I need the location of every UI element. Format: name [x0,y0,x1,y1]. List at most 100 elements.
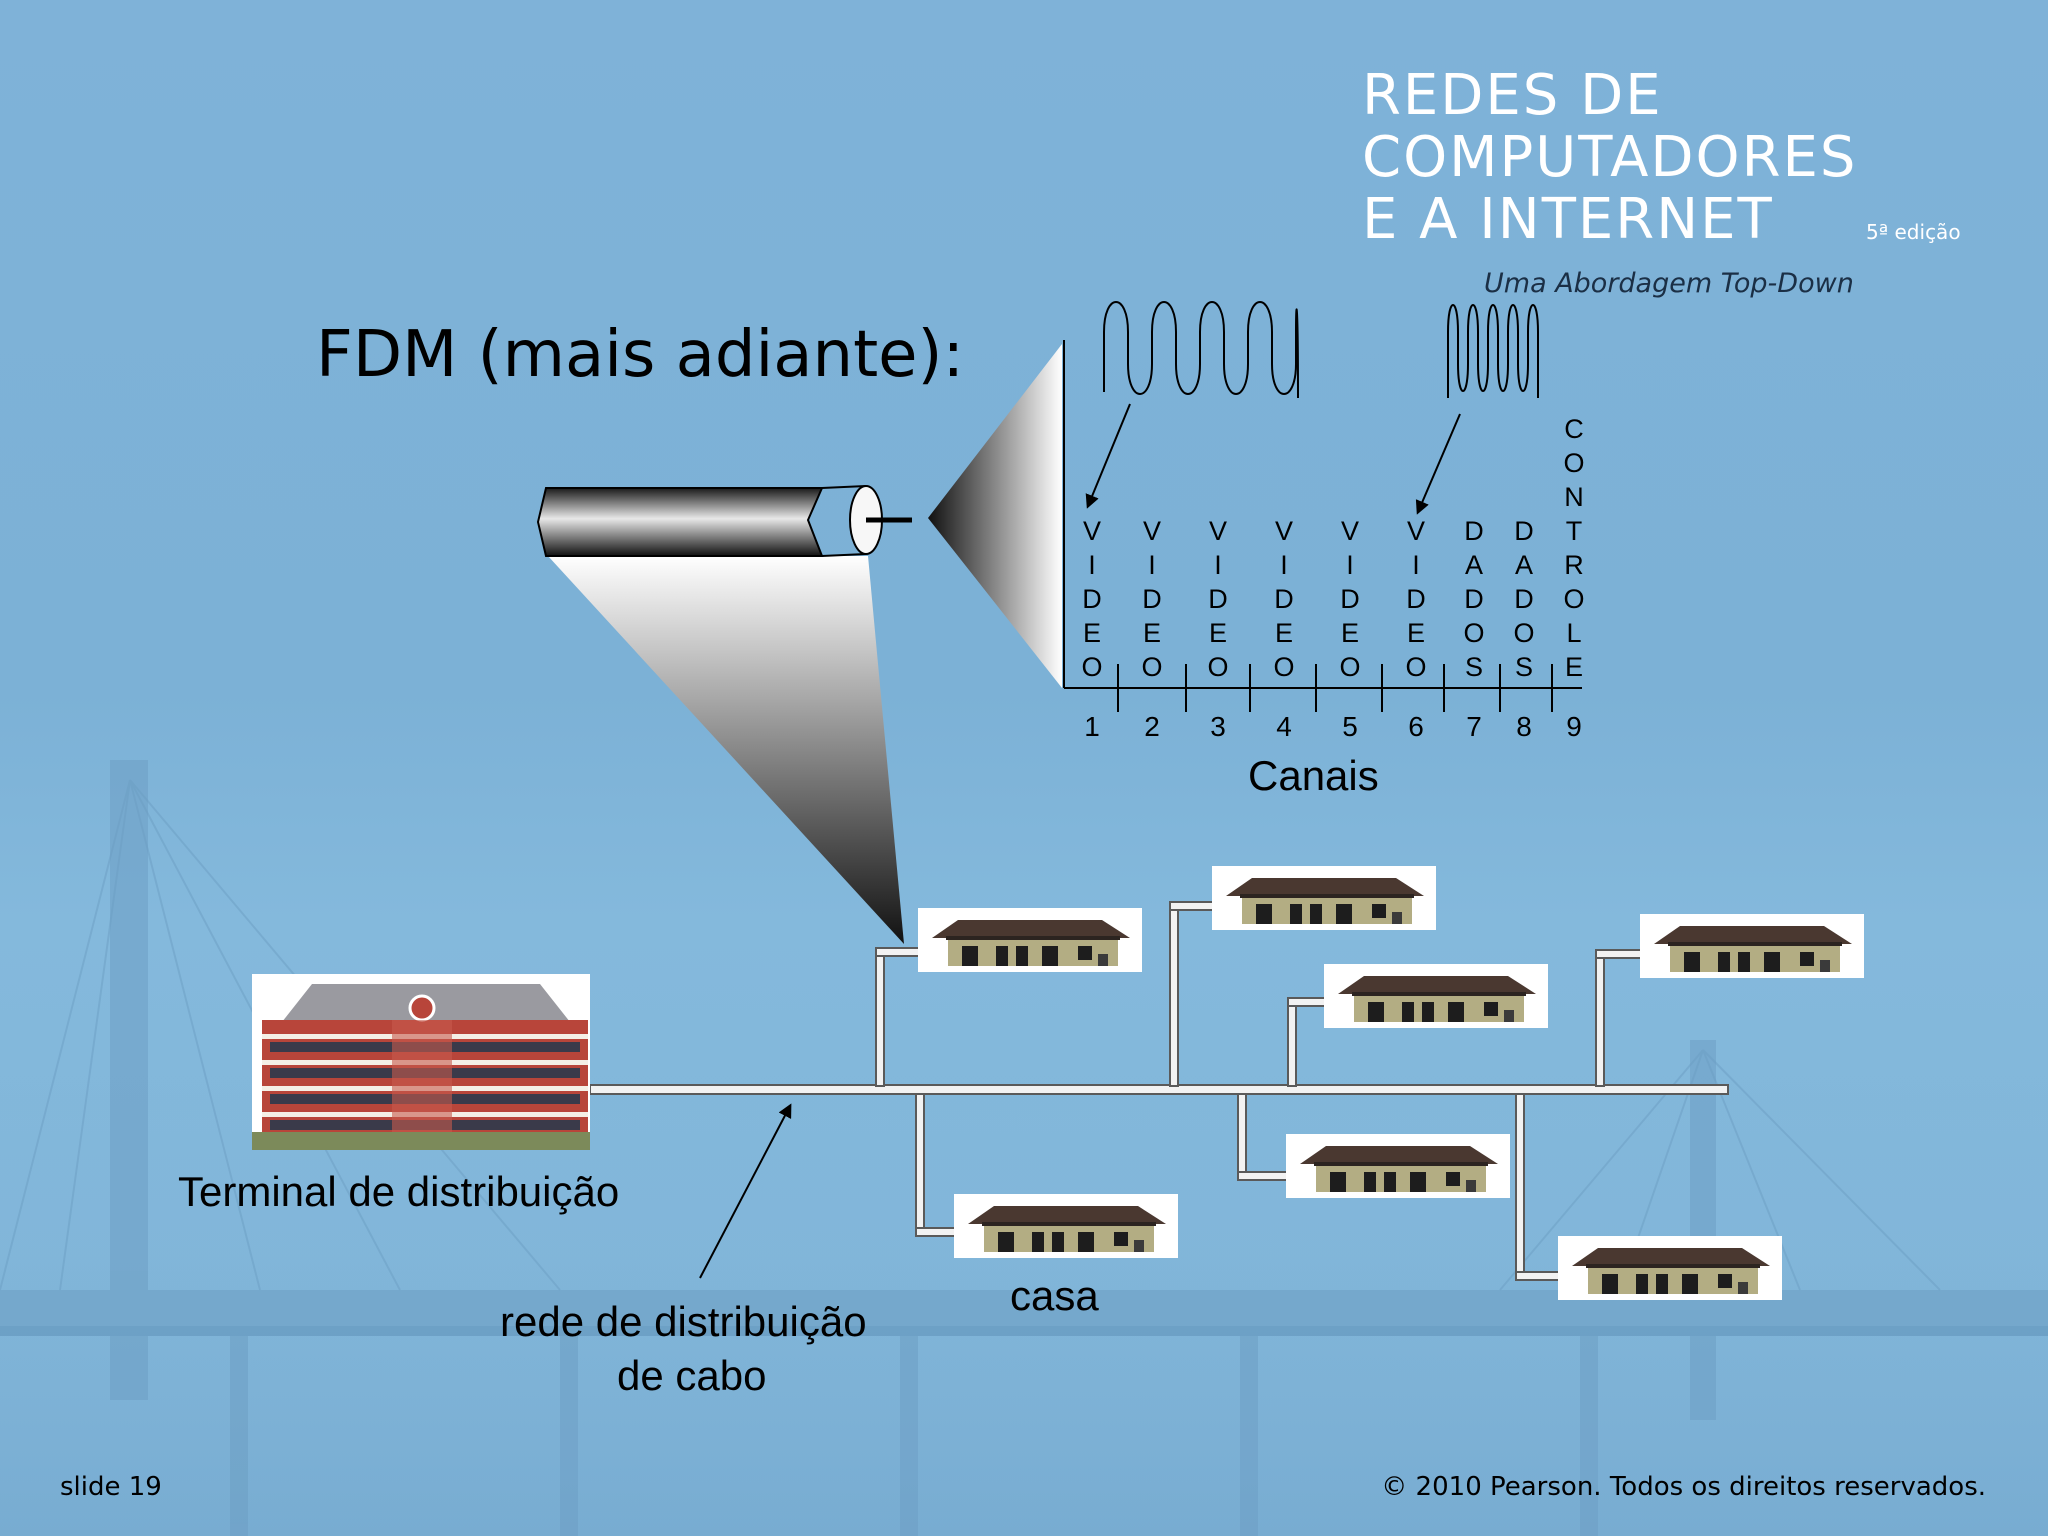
network-label-line-1: rede de distribuição [500,1298,867,1345]
headend-building [252,974,590,1150]
channel-label-letter: V [1209,516,1227,546]
channel-number: 4 [1276,711,1292,742]
channel-label-letter: S [1465,652,1483,682]
channel-label-letter: V [1143,516,1161,546]
channel-label-letter: D [1142,584,1162,614]
spectrum-channel-labels: VIDEO1VIDEO2VIDEO3VIDEO4VIDEO5VIDEO6DADO… [1081,414,1584,742]
house-6 [1286,1134,1510,1198]
spectrum-zoom-funnel [928,344,1062,688]
coax-cable-icon [536,485,912,557]
channel-label-letter: I [1214,550,1222,580]
channel-label-letter: D [1464,516,1484,546]
cable-network [589,901,1729,1281]
logo-line-1: REDES DE [1362,63,1663,128]
channel-label-letter: E [1083,618,1101,648]
channel-label-letter: V [1341,516,1359,546]
carrier-arrow-2 [1415,413,1461,515]
channel-label-letter: E [1407,618,1425,648]
channel-label-letter: O [1513,618,1534,648]
home-label: casa [1010,1272,1099,1319]
low-frequency-carrier-wave [1103,301,1299,399]
channel-label-letter: D [1274,584,1294,614]
logo-subtitle: Uma Abordagem Top-Down [1484,268,1854,299]
channel-label-letter: D [1514,584,1534,614]
channels-axis-label: Canais [1248,752,1379,799]
channel-label-letter: E [1341,618,1359,648]
slide-title: FDM (mais adiante): [316,318,965,392]
channel-label-letter: D [1208,584,1228,614]
channel-label-letter: R [1564,550,1584,580]
house-1 [918,908,1142,972]
logo-line-3: E A INTERNET [1362,187,1774,252]
headend-label: Terminal de distribuição [178,1168,620,1215]
channel-label-letter: O [1141,652,1162,682]
channel-label-letter: E [1209,618,1227,648]
channel-number: 1 [1084,711,1100,742]
channel-label-letter: L [1566,618,1581,648]
channel-label-letter: I [1148,550,1156,580]
channel-label-letter: V [1275,516,1293,546]
channel-label-letter: C [1564,414,1584,444]
channel-label-letter: O [1081,652,1102,682]
channel-label-letter: O [1405,652,1426,682]
house-2 [1212,866,1436,930]
house-3 [1324,964,1548,1028]
channel-label-letter: E [1565,652,1583,682]
channel-label-letter: E [1275,618,1293,648]
spectrum-axes [1063,340,1582,689]
network-label-line-2: de cabo [617,1352,767,1399]
house-4 [1640,914,1864,978]
copyright: © 2010 Pearson. Todos os direitos reserv… [1381,1472,1986,1502]
channel-label-letter: T [1566,516,1583,546]
channel-label-letter: I [1412,550,1420,580]
spectrum-ticks [1117,664,1553,712]
channel-number: 2 [1144,711,1160,742]
logo-edition: 5ª edição [1866,220,1961,244]
channel-label-letter: A [1515,550,1533,580]
channel-number: 6 [1408,711,1424,742]
channel-label-letter: O [1463,618,1484,648]
channel-label-letter: O [1563,448,1584,478]
channel-label-letter: A [1465,550,1483,580]
channel-label-letter: D [1406,584,1426,614]
channel-label-letter: D [1464,584,1484,614]
channel-label-letter: D [1514,516,1534,546]
channel-number: 5 [1342,711,1358,742]
cable-zoom-funnel [548,556,904,944]
channel-label-letter: V [1083,516,1101,546]
channel-label-letter: D [1082,584,1102,614]
carrier-arrow-1 [1085,403,1131,509]
channel-label-letter: D [1340,584,1360,614]
network-label-arrow [699,1103,792,1279]
channel-label-letter: O [1207,652,1228,682]
channel-label-letter: O [1563,584,1584,614]
high-frequency-carrier-wave [1447,304,1539,398]
channel-label-letter: V [1407,516,1425,546]
channel-number: 8 [1516,711,1532,742]
channel-number: 3 [1210,711,1226,742]
channel-label-letter: O [1339,652,1360,682]
channel-label-letter: S [1515,652,1533,682]
logo-line-2: COMPUTADORES [1362,125,1858,190]
house-5 [954,1194,1178,1258]
channel-label-letter: E [1143,618,1161,648]
channel-number: 9 [1566,711,1582,742]
channel-label-letter: I [1088,550,1096,580]
house-7 [1558,1236,1782,1300]
channel-label-letter: O [1273,652,1294,682]
channel-label-letter: I [1346,550,1354,580]
channel-label-letter: I [1280,550,1288,580]
channel-number: 7 [1466,711,1482,742]
slide-number: slide 19 [60,1472,162,1502]
